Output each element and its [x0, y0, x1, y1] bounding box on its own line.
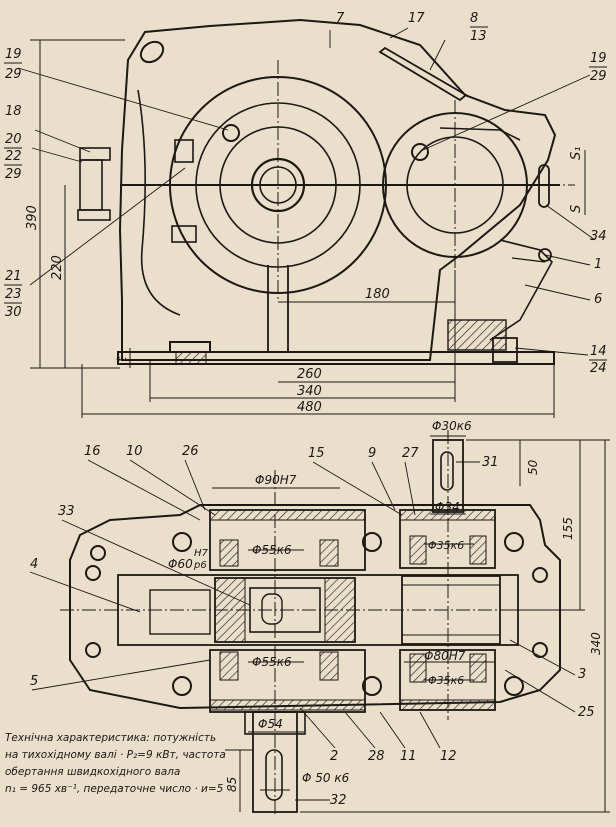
note-line-3: обертання швидкохідного вала: [5, 766, 181, 778]
dim-s1: S₁: [569, 147, 584, 160]
dim-180: 180: [365, 287, 390, 302]
dim-phi55-top: Φ55к6: [252, 543, 292, 557]
foot-bolt-boss: [169, 341, 211, 352]
label-31: 31: [482, 455, 499, 470]
dim-155: 155: [561, 517, 575, 540]
label-16: 16: [84, 444, 101, 459]
dims-bottom: Φ90H7 Φ30к6 50 155 340 Φ34 Φ35к6 Φ55к6 Φ…: [168, 419, 603, 792]
label-25: 25: [578, 705, 595, 720]
dim-phi35-bottom: Φ35к6: [428, 674, 464, 687]
base-outline: [69, 504, 561, 710]
dim-phi60: Φ60: [168, 557, 193, 571]
label-19-left: 19: [5, 47, 22, 62]
label-28: 28: [368, 749, 385, 764]
dim-390: 390: [25, 205, 40, 230]
labels-bottom: 16 10 26 15 9 27 31 33 4 5 3 25 2 28 11 …: [30, 444, 595, 808]
label-4: 4: [30, 557, 38, 572]
label-18: 18: [5, 104, 22, 119]
label-27: 27: [402, 446, 419, 461]
dim-50: 50: [526, 459, 540, 475]
leader-lines-bottom: [29, 459, 576, 801]
label-21: 21: [5, 269, 22, 284]
label-22: 22: [5, 149, 22, 164]
labels-top: 7 17 8 13 19 29 19 29 18 20 22 29 21 23 …: [5, 11, 607, 376]
oil-gauge: [489, 239, 553, 341]
dim-t: t: [115, 356, 130, 362]
note-line-4: n₁ = 965 хв⁻¹, передаточне число · и=5: [5, 783, 224, 795]
label-26: 26: [182, 444, 199, 459]
inspection-cover: [378, 46, 468, 102]
note-line-1: Технічна характеристика: потужність: [5, 732, 217, 744]
dim-480: 480: [297, 400, 322, 415]
label-14: 14: [590, 344, 607, 359]
label-7: 7: [336, 11, 345, 26]
dim-phi90: Φ90H7: [255, 473, 297, 487]
label-5: 5: [30, 674, 38, 689]
note-line-2: на тихохідному валі · P₂=9 кВт, частота: [5, 749, 226, 761]
label-29-right: 29: [590, 69, 607, 84]
label-24: 24: [590, 361, 607, 376]
flange-bolt: [174, 139, 194, 163]
housing-rib: [267, 265, 289, 352]
label-19-right: 19: [590, 51, 607, 66]
front-view: [77, 18, 560, 365]
label-34: 34: [590, 229, 607, 244]
label-10: 10: [126, 444, 143, 459]
label-1: 1: [594, 257, 602, 272]
oil-plug-2: [411, 143, 429, 161]
label-29-left: 29: [5, 67, 22, 82]
label-15: 15: [308, 446, 325, 461]
dim-phi50: Φ 50 к6: [302, 771, 350, 785]
dim-85: 85: [225, 777, 239, 792]
label-13: 13: [470, 29, 487, 44]
label-9: 9: [368, 446, 376, 461]
label-32: 32: [330, 793, 347, 808]
housing-outline: [118, 18, 557, 361]
label-11: 11: [400, 749, 417, 764]
dim-340: 340: [297, 384, 322, 399]
dim-phi30: Φ30к6: [432, 419, 472, 433]
dim-220: 220: [50, 255, 65, 280]
label-12: 12: [440, 749, 457, 764]
dim-s: S: [569, 205, 584, 213]
housing-foot: [117, 351, 555, 365]
center-lines-top: [150, 60, 575, 300]
dim-phi54: Φ54: [258, 717, 283, 731]
dim-fit-h7: H7: [194, 548, 209, 559]
dim-phi34: Φ34: [435, 500, 460, 514]
dimension-lines-top: [30, 39, 586, 418]
dimension-lines-bottom: [212, 435, 610, 813]
label-3: 3: [578, 667, 586, 682]
dim-phi80: Φ80H7: [424, 649, 466, 663]
label-6: 6: [594, 292, 602, 307]
dim-260: 260: [297, 367, 322, 382]
base-bolt-hole: [90, 545, 106, 561]
oil-plug: [222, 124, 240, 142]
dim-340v: 340: [589, 632, 603, 655]
housing-inner-contour: [137, 89, 181, 316]
lifting-lug-hole: [139, 40, 165, 64]
dim-phi55-bottom: Φ55к6: [252, 655, 292, 669]
center-lines-bottom: [60, 430, 575, 815]
leader-lines-top: [17, 27, 596, 356]
label-29-mid: 29: [5, 167, 22, 182]
label-23: 23: [5, 287, 22, 302]
dim-fit-p6: p6: [193, 560, 207, 571]
dims-top: 390 220 180 260 340 480 t S₁ S: [25, 147, 584, 415]
label-17: 17: [408, 11, 425, 26]
oil-bath: [447, 319, 507, 351]
label-33: 33: [58, 504, 75, 519]
label-underlines-top: [4, 26, 607, 361]
dim-phi35-top: Φ35к6: [428, 539, 464, 552]
label-8: 8: [470, 11, 478, 26]
label-30: 30: [5, 305, 22, 320]
label-2: 2: [330, 749, 338, 764]
label-20: 20: [5, 132, 22, 147]
technical-specification-note: Технічна характеристика: потужність на т…: [5, 730, 226, 798]
drain-plug: [492, 337, 518, 363]
